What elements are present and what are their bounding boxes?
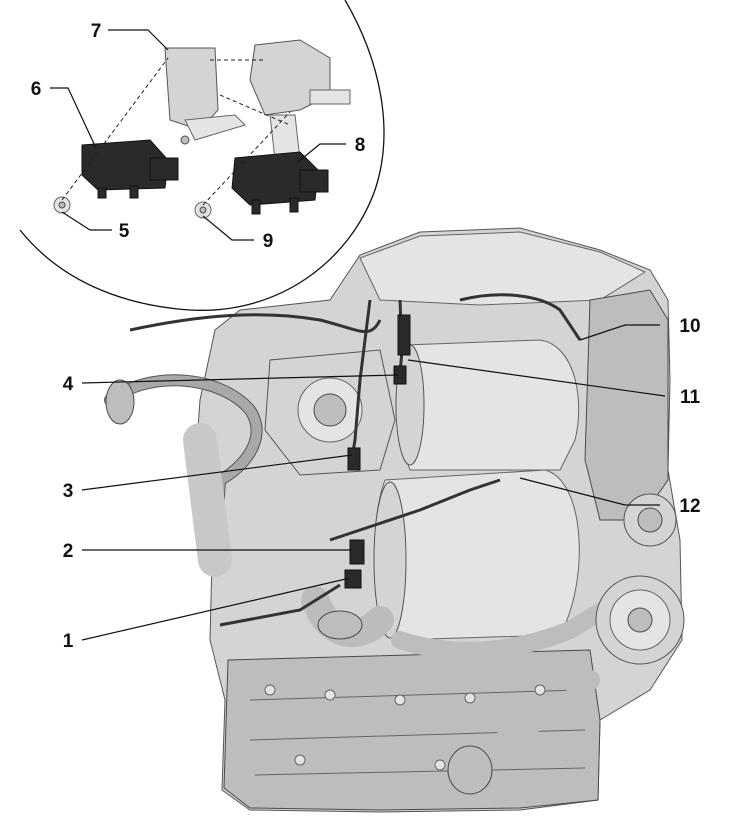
screw-9 xyxy=(194,201,212,219)
callout-label-6: 6 xyxy=(31,79,42,100)
callout-11: 11 xyxy=(407,359,701,408)
callout-2: 2 xyxy=(63,541,352,562)
detail-inset xyxy=(0,0,385,311)
sensor-3 xyxy=(347,447,361,471)
callout-label-9: 9 xyxy=(263,231,274,252)
callout-label-2: 2 xyxy=(63,541,74,562)
exhaust-canister-lower xyxy=(373,469,580,641)
callout-5: 5 xyxy=(61,211,130,242)
turbocharger xyxy=(264,349,396,476)
callout-7: 7 xyxy=(91,21,169,51)
callout-label-5: 5 xyxy=(119,221,130,242)
pulley-assembly xyxy=(595,493,685,665)
callout-1: 1 xyxy=(63,577,351,652)
callout-label-11: 11 xyxy=(680,387,701,408)
pressure-sensor-8 xyxy=(231,151,329,215)
intake-pipe xyxy=(104,374,263,577)
callout-6: 6 xyxy=(31,79,97,149)
exhaust-pipe-front xyxy=(301,586,394,647)
callout-4: 4 xyxy=(63,374,399,395)
callout-3: 3 xyxy=(63,454,353,502)
callout-label-1: 1 xyxy=(63,631,74,652)
sensor-2 xyxy=(349,539,365,565)
sensor-11 xyxy=(397,314,411,356)
coolant-hose xyxy=(391,591,629,795)
exhaust-canister-upper xyxy=(395,339,580,471)
callout-label-12: 12 xyxy=(679,496,700,517)
callout-label-8: 8 xyxy=(355,135,366,156)
pressure-sensor-6 xyxy=(81,139,179,199)
callout-12: 12 xyxy=(519,477,701,517)
mounting-bracket-right xyxy=(249,39,351,161)
callout-label-3: 3 xyxy=(63,481,74,502)
callout-label-10: 10 xyxy=(679,316,700,337)
callout-10: 10 xyxy=(579,316,701,341)
callout-label-7: 7 xyxy=(91,21,102,42)
callout-label-4: 4 xyxy=(63,374,74,395)
callout-9: 9 xyxy=(202,215,274,252)
screw-5 xyxy=(53,196,71,214)
mounting-bracket-left xyxy=(164,47,246,145)
callout-8: 8 xyxy=(297,135,366,163)
